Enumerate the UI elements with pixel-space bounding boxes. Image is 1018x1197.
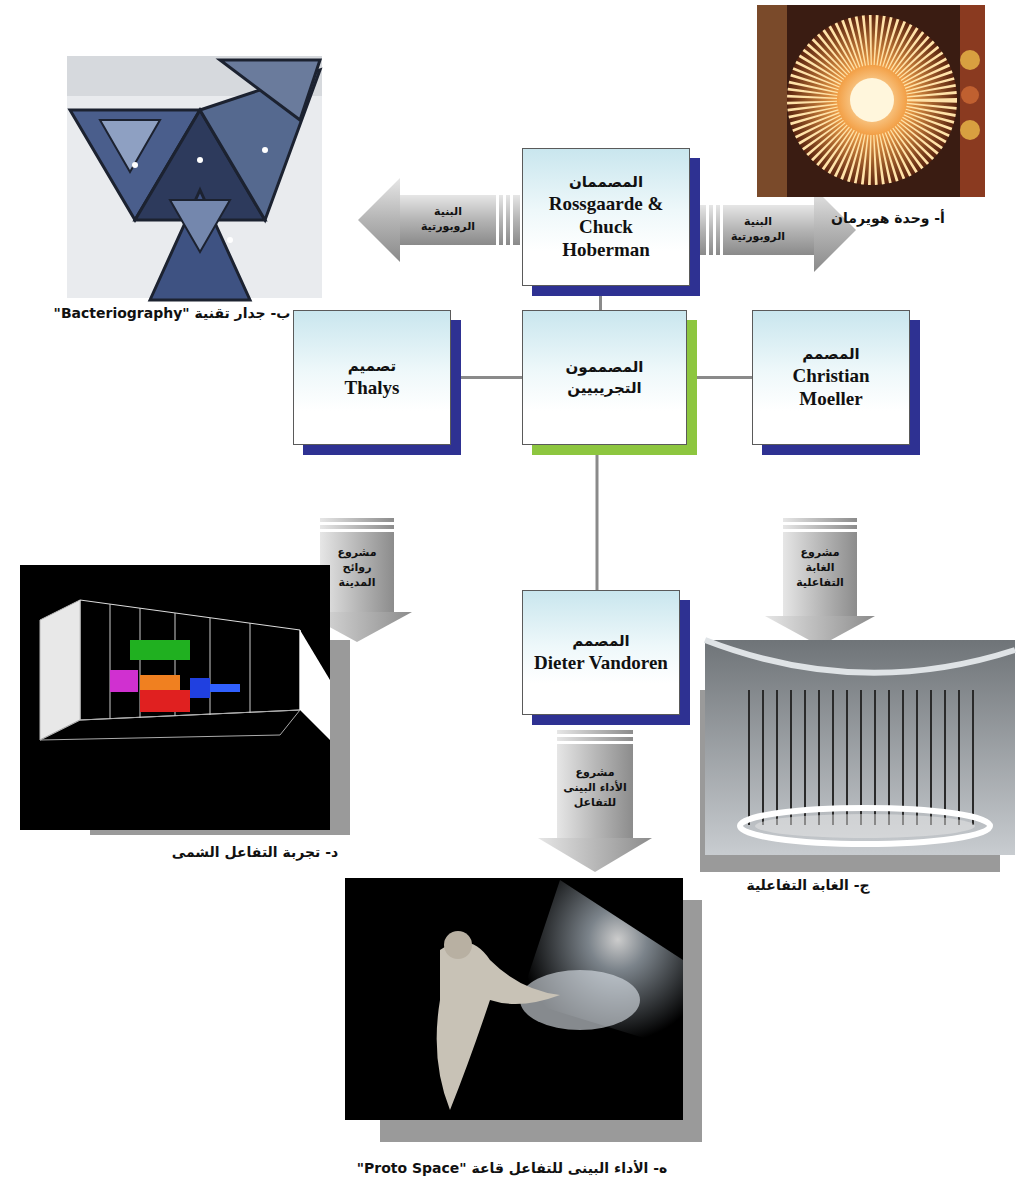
designer-name: Thalys <box>345 377 400 400</box>
figure-caption: د- تجربة التفاعل الشمى <box>172 844 338 860</box>
figure-caption: ب- جدار تقنية "Bacteriography" <box>54 305 291 321</box>
photo-bacteriography <box>67 56 322 300</box>
designer-name: Dieter Vandoren <box>534 652 668 675</box>
box-heading: المصممون التجريبيين <box>533 357 676 399</box>
connector-line <box>599 286 602 310</box>
central-box: المصممون التجريبيين <box>522 310 687 445</box>
block-arrow <box>765 518 875 646</box>
arrow-label: مشروع روائح المدينة <box>326 546 388 591</box>
arrow-label: مشروع الأداء البينى للتفاعل <box>563 766 627 811</box>
designer-box: المصممChristian Moeller <box>752 310 910 445</box>
photo-hoberman <box>757 5 985 197</box>
figure-caption: ج- الغابة التفاعلية <box>746 877 869 893</box>
box-heading: المصمم <box>802 344 859 365</box>
designer-name: Christian Moeller <box>763 365 899 411</box>
image-olfactory <box>20 565 350 835</box>
connector-line <box>451 376 522 379</box>
arrow-label: البنية الروبورتية <box>716 215 800 245</box>
block-arrow <box>358 178 520 262</box>
arrow-label: البنية الروبورتية <box>406 205 490 235</box>
designer-box: المصممDieter Vandoren <box>522 590 680 715</box>
designer-name: Rossgaarde & Chuck Hoberman <box>533 193 679 261</box>
designer-box: تصميمThalys <box>293 310 451 445</box>
designer-box: المصممانRossgaarde & Chuck Hoberman <box>522 148 690 286</box>
connector-line <box>687 376 752 379</box>
box-heading: المصممان <box>569 172 643 193</box>
block-arrow <box>538 730 652 872</box>
figure-caption: ه- الأداء البينى للتفاعل قاعة "Proto Spa… <box>357 1160 668 1176</box>
box-heading: تصميم <box>348 356 396 377</box>
photo-protospace <box>345 878 702 1142</box>
connector-line <box>596 445 599 590</box>
block-arrow <box>698 188 856 272</box>
photo-forest <box>700 640 1015 872</box>
box-heading: المصمم <box>572 631 629 652</box>
arrow-label: مشروع الغابة التفاعلية <box>789 546 851 591</box>
figure-caption: أ- وحدة هويرمان <box>831 210 945 226</box>
